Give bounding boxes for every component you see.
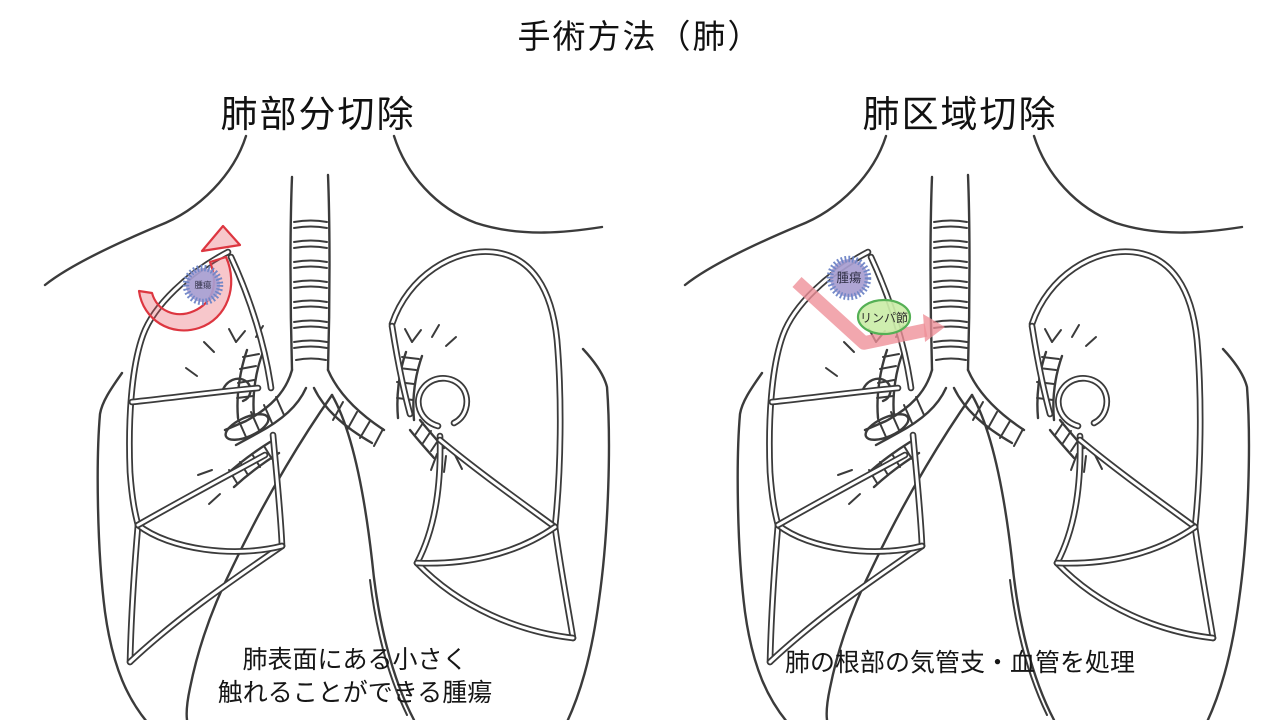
lymph-node-icon: リンパ節	[856, 298, 912, 336]
left-caption-line2: 触れることができる腫瘍	[217, 679, 493, 707]
tumor-label: 腫瘍	[194, 280, 212, 290]
chest-line-art	[45, 136, 609, 720]
chest-line-art	[685, 136, 1249, 720]
right-panel-caption: 肺の根部の気管支・血管を処理	[784, 649, 1135, 677]
left-lung-illustration: 腫瘍	[40, 130, 600, 720]
tumor-label: 腫瘍	[836, 270, 861, 285]
left-caption-line1: 肺表面にある小さく	[242, 646, 468, 674]
lymph-node-label: リンパ節	[860, 310, 908, 325]
left-panel-caption: 肺表面にある小さく 触れることができる腫瘍	[135, 644, 575, 710]
wedge-resection-arrow-icon	[137, 224, 242, 332]
left-panel-heading: 肺部分切除	[220, 94, 416, 135]
right-lung-illustration: リンパ節 腫瘍	[680, 130, 1240, 720]
tumor-icon: 腫瘍	[182, 264, 224, 306]
segment-resection-line-icon	[792, 277, 945, 350]
right-panel-heading: 肺区域切除	[862, 94, 1058, 135]
tumor-icon: 腫瘍	[826, 255, 872, 301]
page-title: 手術方法（肺）	[517, 18, 763, 55]
